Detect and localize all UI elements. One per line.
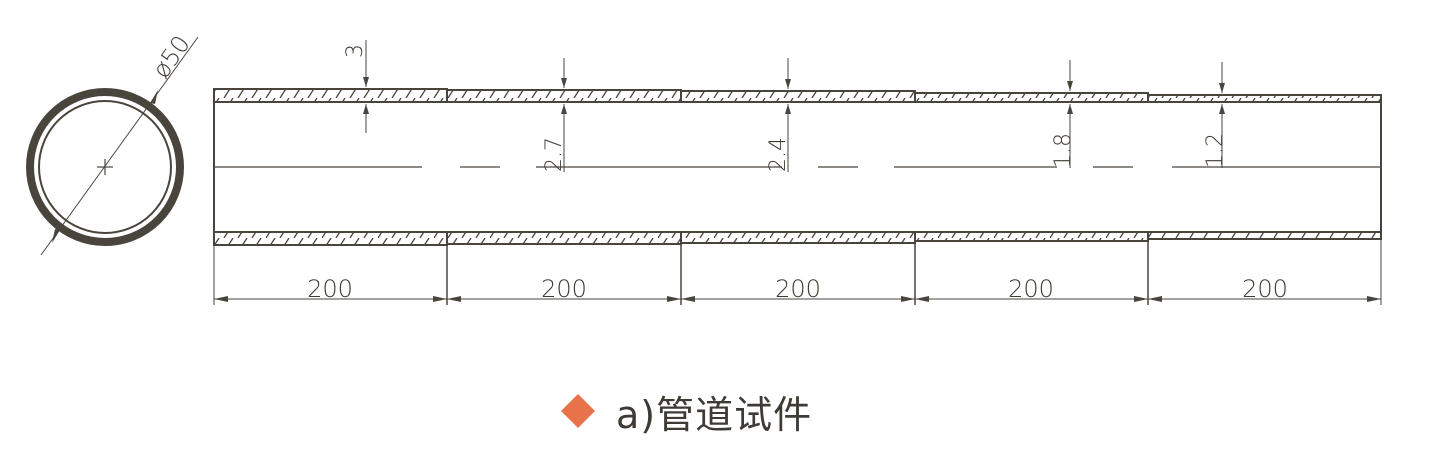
length-label-3: 200: [775, 275, 821, 303]
figure-caption: a)管道试件: [560, 386, 813, 437]
pipe-longitudinal-section: [213, 88, 1382, 246]
wall-thickness-dims: 3 2.7 2.4 1.8 1.2: [343, 40, 1228, 172]
length-dims: 200 200 200 200 200: [213, 239, 1382, 305]
cross-section-view: ø50: [26, 30, 199, 256]
thickness-label-3: 2.4: [766, 137, 791, 172]
length-label-5: 200: [1242, 275, 1288, 303]
length-label-2: 200: [541, 275, 587, 303]
caption-text: a)管道试件: [616, 392, 813, 437]
length-label-1: 200: [307, 275, 353, 303]
length-label-4: 200: [1008, 275, 1054, 303]
thickness-label-1: 3: [343, 44, 368, 58]
thickness-label-4: 1.8: [1051, 133, 1076, 168]
inner-wall-circle: [38, 100, 172, 234]
diameter-label: ø50: [147, 30, 196, 83]
outer-wall-circle: [26, 88, 184, 246]
thickness-label-2: 2.7: [542, 137, 567, 172]
thickness-label-5: 1.2: [1203, 133, 1228, 168]
diamond-bullet-icon: [561, 394, 595, 428]
